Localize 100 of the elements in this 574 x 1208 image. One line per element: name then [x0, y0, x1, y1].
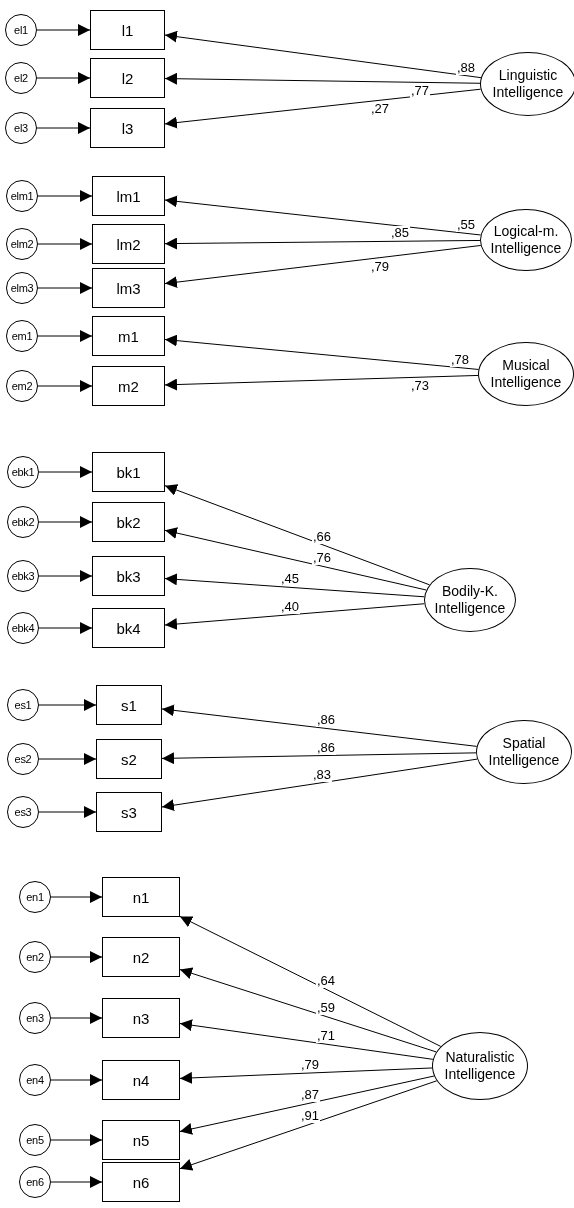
- path-arrow: [164, 244, 482, 289]
- loading-label: ,55: [455, 218, 477, 233]
- error-label: ebk2: [11, 516, 35, 528]
- loading-label: ,86: [315, 713, 337, 728]
- indicator-label: n6: [132, 1173, 150, 1191]
- error-label: em1: [11, 330, 33, 342]
- loading-label: ,76: [311, 551, 333, 566]
- error-circle: [7, 743, 39, 775]
- path-arrow: [37, 190, 93, 202]
- error-circle: [6, 370, 38, 402]
- factor-label: Spatial Intelligence: [487, 734, 561, 770]
- path-arrow: [164, 88, 482, 129]
- factor-label: Naturalistic Intelligence: [443, 1048, 517, 1084]
- indicator-box: [92, 176, 165, 216]
- path-arrow: [164, 527, 427, 591]
- error-label: en1: [26, 891, 44, 903]
- indicator-box: [102, 1060, 180, 1100]
- indicator-label: bk1: [116, 463, 141, 481]
- factor-label: Bodily-K. Intelligence: [433, 582, 507, 618]
- loading-label: ,66: [311, 529, 333, 544]
- indicator-label: lm2: [116, 235, 141, 253]
- indicator-label: m2: [118, 377, 139, 395]
- error-label: elm2: [10, 238, 34, 250]
- error-circle: [19, 941, 51, 973]
- error-circle: [19, 881, 51, 913]
- loading-label: ,85: [389, 226, 411, 241]
- indicator-box: [96, 739, 162, 779]
- path-arrow: [164, 237, 481, 250]
- error-circle: [5, 62, 37, 94]
- indicator-label: l2: [121, 69, 134, 87]
- path-arrow: [161, 752, 477, 765]
- path-arrow: [37, 282, 93, 294]
- error-label: em2: [11, 380, 33, 392]
- error-label: es1: [14, 699, 32, 711]
- factor-label: Linguistic Intelligence: [491, 66, 565, 102]
- indicator-box: [102, 998, 180, 1038]
- indicator-label: l3: [121, 119, 134, 137]
- path-arrow: [50, 891, 103, 903]
- loading-label: ,79: [299, 1058, 321, 1072]
- indicator-label: n4: [132, 1071, 150, 1089]
- path-arrow: [164, 484, 430, 586]
- indicator-label: n5: [132, 1131, 150, 1149]
- error-circle: [19, 1124, 51, 1156]
- indicator-label: s3: [121, 803, 137, 821]
- error-label: ebk4: [11, 622, 35, 634]
- loading-label: ,64: [315, 974, 337, 989]
- loading-label: ,77: [409, 84, 431, 99]
- path-arrow: [38, 516, 93, 528]
- path-arrow: [38, 699, 97, 711]
- path-arrow: [179, 967, 437, 1053]
- error-circle: [19, 1002, 51, 1034]
- loading-label: ,87: [299, 1088, 321, 1103]
- indicator-box: [90, 108, 165, 148]
- indicator-box: [92, 608, 165, 648]
- indicator-box: [92, 268, 165, 308]
- path-arrow: [38, 622, 93, 634]
- path-arrow: [164, 195, 482, 236]
- indicator-box: [92, 502, 165, 542]
- loading-label: ,88: [455, 60, 477, 75]
- loading-label: ,59: [315, 1001, 337, 1016]
- error-circle: [19, 1166, 51, 1198]
- indicator-label: s1: [121, 696, 137, 714]
- error-circle: [5, 112, 37, 144]
- error-circle: [7, 560, 39, 592]
- error-label: en3: [26, 1012, 44, 1024]
- path-arrow: [161, 758, 478, 812]
- indicator-box: [102, 1120, 180, 1160]
- error-label: el3: [14, 122, 28, 134]
- indicator-box: [90, 10, 165, 50]
- path-arrow: [38, 570, 93, 582]
- path-arrow: [179, 1075, 435, 1135]
- indicator-label: n2: [132, 948, 150, 966]
- path-arrow: [36, 122, 91, 134]
- indicator-label: m1: [118, 327, 139, 345]
- loading-label: ,40: [279, 599, 301, 614]
- loading-label: ,91: [299, 1109, 321, 1124]
- path-arrow: [37, 330, 93, 342]
- loading-label: ,71: [315, 1029, 337, 1044]
- path-arrow: [50, 1176, 103, 1188]
- path-arrow: [38, 806, 97, 818]
- path-arrow: [164, 72, 481, 85]
- error-label: ebk1: [11, 466, 35, 478]
- indicator-label: l1: [121, 21, 134, 39]
- indicator-box: [102, 1162, 180, 1202]
- path-arrow: [38, 753, 97, 765]
- indicator-box: [92, 316, 165, 356]
- error-label: es2: [14, 753, 32, 765]
- error-circle: [19, 1064, 51, 1096]
- path-arrow: [50, 1134, 103, 1146]
- loading-label: ,27: [369, 102, 391, 117]
- error-label: es3: [14, 806, 32, 818]
- indicator-box: [102, 937, 180, 977]
- error-circle: [7, 506, 39, 538]
- indicator-label: lm3: [116, 279, 141, 297]
- error-circle: [7, 796, 39, 828]
- loading-label: ,79: [369, 259, 391, 274]
- indicator-box: [92, 224, 165, 264]
- path-arrow: [164, 603, 425, 630]
- path-arrow: [38, 466, 93, 478]
- error-label: en6: [26, 1176, 44, 1188]
